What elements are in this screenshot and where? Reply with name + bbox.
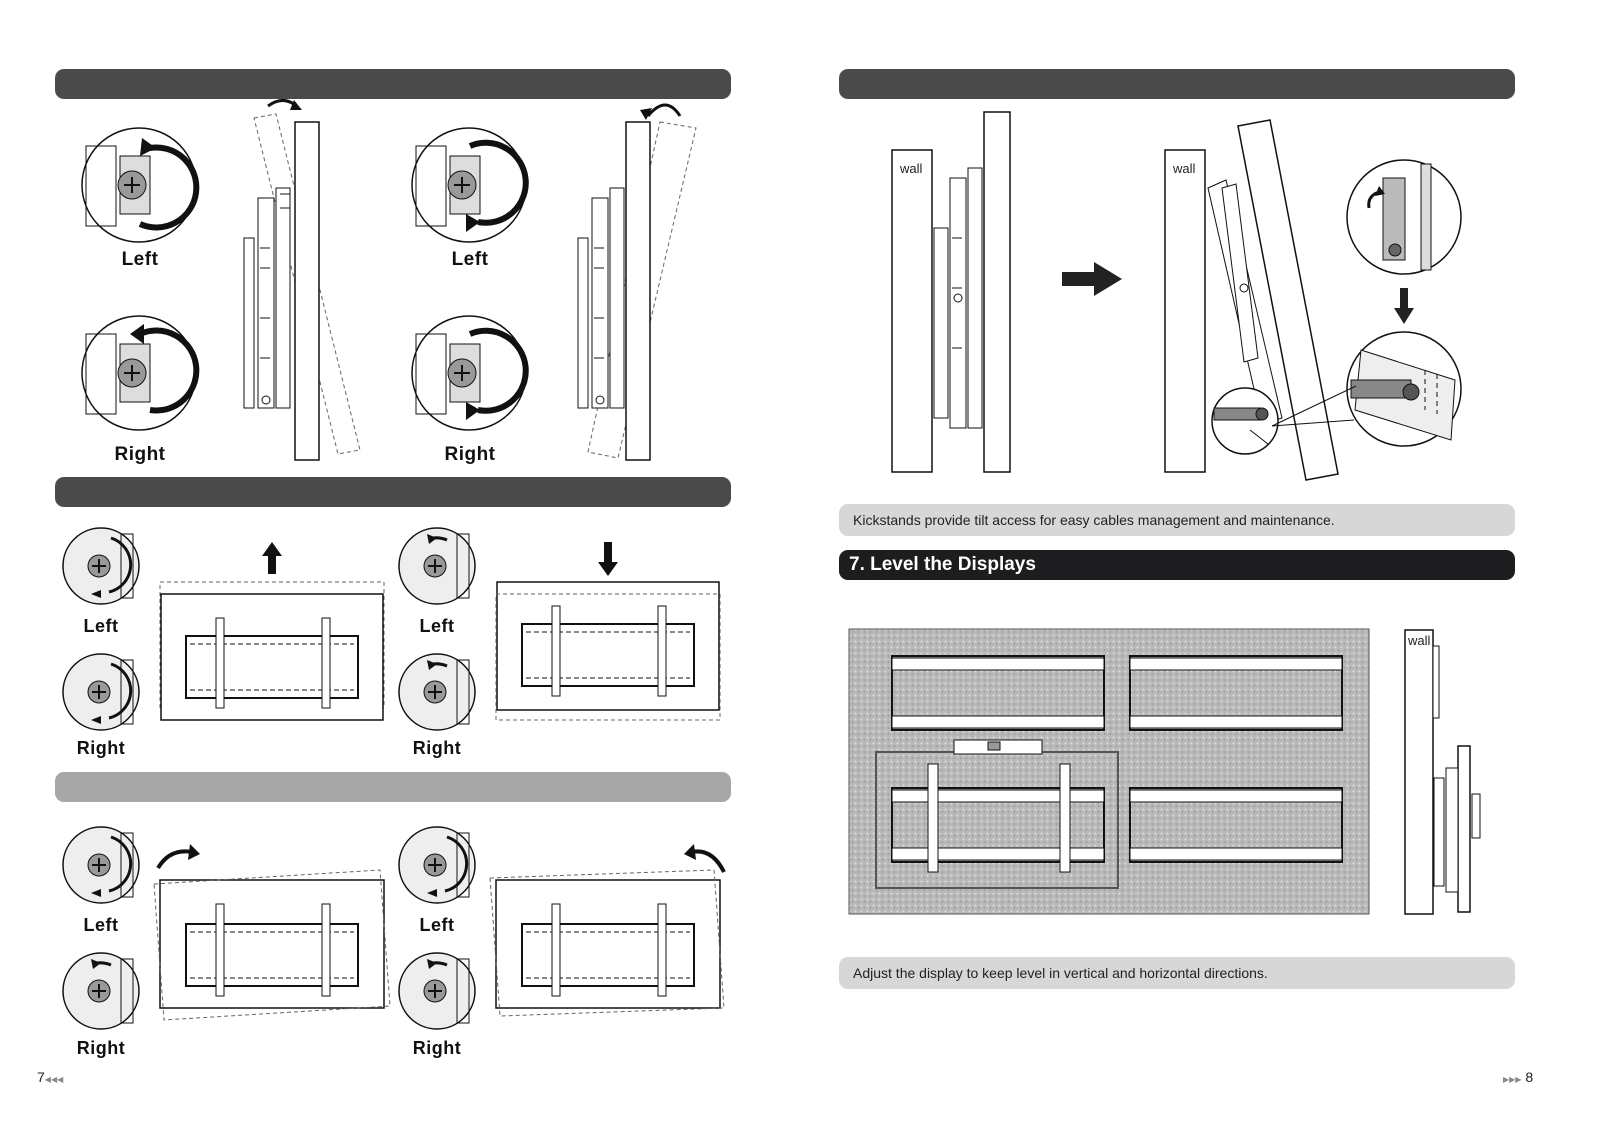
small-knob-icon (398, 952, 476, 1030)
knob-label: Right (412, 1038, 462, 1058)
zoom-pointer-lines (1271, 385, 1357, 427)
section-bar-kickstand (839, 69, 1515, 99)
page-arrows-icon: ◀◀◀ (44, 1075, 64, 1084)
wall-label: wall (1407, 633, 1431, 648)
section-bar-height (55, 477, 731, 507)
knob-label: Right (412, 738, 462, 758)
kickstand-note: Kickstands provide tilt access for easy … (839, 504, 1515, 536)
knob-label: Left (419, 915, 455, 935)
wall-mount-level-diagram (848, 628, 1370, 915)
display-front-view-rotate-ccw (489, 844, 726, 1017)
small-knob-icon (62, 952, 140, 1030)
kickstand-zoom-top (1346, 159, 1462, 275)
display-front-view-down (495, 542, 721, 721)
small-knob-icon (398, 826, 476, 904)
small-knob-icon (62, 653, 140, 731)
page-arrows-icon: ▶▶▶ (1503, 1075, 1522, 1084)
section-bar-tilt (55, 69, 731, 99)
knob-label: Left (419, 616, 455, 636)
kickstand-zoom-small (1211, 387, 1279, 455)
section-title-level-displays: 7. Level the Displays (839, 550, 1515, 580)
knob-detail-icon (411, 127, 529, 243)
display-front-view-up (159, 542, 385, 721)
wall-label: wall (1172, 161, 1196, 176)
knob-label: Right (76, 1038, 126, 1058)
kickstand-after-diagram: wall (1164, 119, 1339, 481)
wall-label: wall (899, 161, 923, 176)
level-side-view-diagram: wall (1404, 629, 1481, 915)
down-arrow-icon (1394, 288, 1414, 324)
section-bar-level (55, 772, 731, 802)
kickstand-before-diagram: wall (891, 111, 1011, 473)
knob-label: Left (451, 249, 489, 270)
small-knob-icon (62, 826, 140, 904)
page-number-left: 7◀◀◀ (37, 1069, 63, 1085)
level-note: Adjust the display to keep level in vert… (839, 957, 1515, 989)
tilt-side-view-diagram (577, 103, 697, 461)
display-front-view-rotate-cw (153, 844, 391, 1021)
right-arrow-icon (1062, 262, 1122, 296)
small-knob-icon (62, 527, 140, 605)
kickstand-zoom-bottom (1346, 331, 1462, 447)
small-knob-icon (398, 653, 476, 731)
page-number: 7 (37, 1069, 45, 1085)
page-number: 8 (1525, 1069, 1534, 1085)
knob-detail-icon (81, 127, 200, 243)
knob-detail-icon (411, 315, 529, 431)
knob-label: Right (114, 444, 166, 465)
knob-label: Right (444, 444, 496, 465)
knob-label: Right (76, 738, 126, 758)
knob-label: Left (121, 249, 159, 270)
knob-label: Left (83, 915, 119, 935)
tilt-side-view-diagram (243, 99, 361, 461)
page-number-right: ▶▶▶ 8 (1503, 1069, 1533, 1085)
knob-label: Left (83, 616, 119, 636)
small-knob-icon (398, 527, 476, 605)
knob-detail-icon (81, 315, 200, 431)
